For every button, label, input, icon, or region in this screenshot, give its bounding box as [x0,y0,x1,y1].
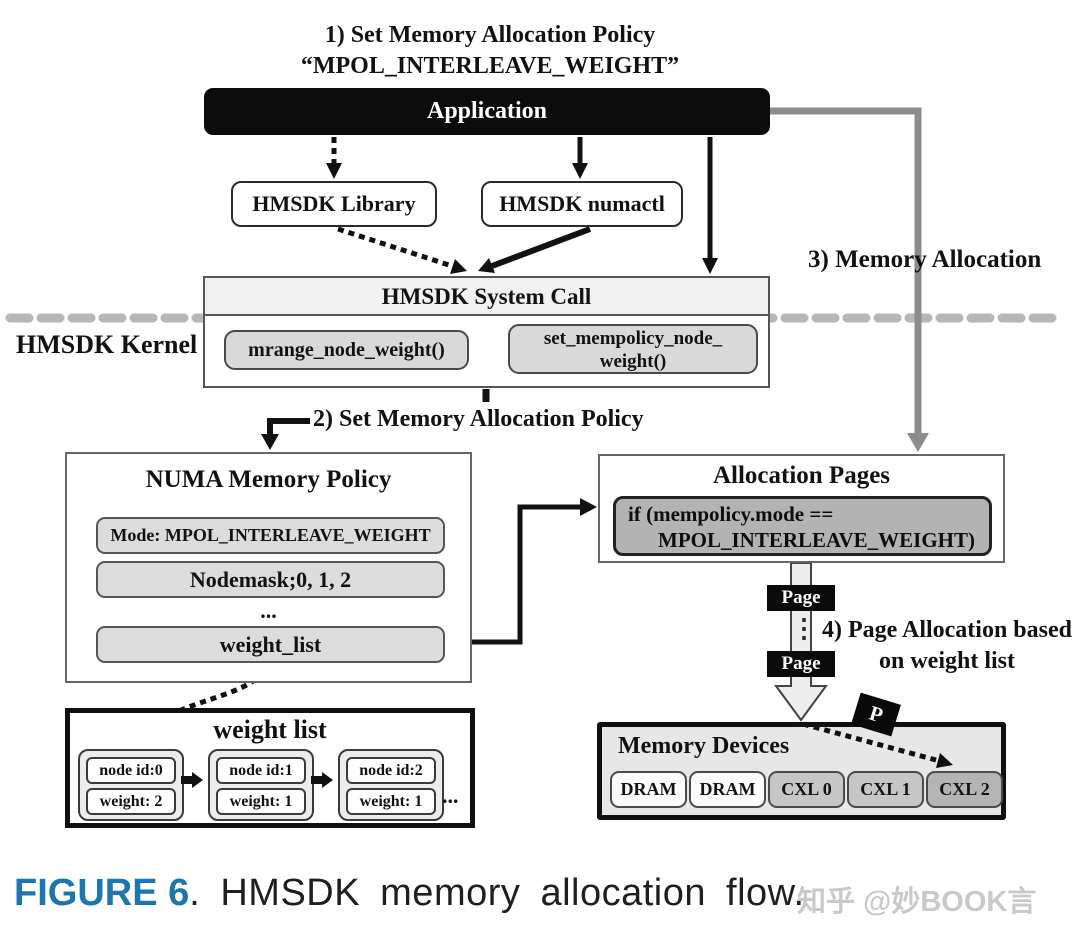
hmsdk-system-call-box: HMSDK System Call mrange_node_weight() s… [203,276,770,388]
page-chip-top: Page [767,585,835,611]
allocation-pages-box: Allocation Pages if (mempolicy.mode == M… [598,454,1005,563]
hmsdk-kernel-label: HMSDK Kernel [16,330,198,359]
library-to-syscall-dotted-arrow [337,226,467,274]
set-mempolicy-line1: set_mempolicy_node_ [543,328,723,349]
device-cxl-1: CXL 1 [847,771,924,808]
nodemask-field: Nodemask;0, 1, 2 [96,561,445,598]
set-mempolicy-line2: weight() [599,351,667,372]
page-to-cxl2-dotted-arrow [802,721,953,768]
set-mempolicy-node-weight-box: set_mempolicy_node_ weight() [508,324,758,374]
step1-title-line2: “MPOL_INTERLEAVE_WEIGHT” [300,53,680,79]
zhihu-watermark: 知乎 @妙BOOK言 [797,886,1037,918]
numa-ellipsis: ... [260,598,277,623]
app-to-syscall-arrow [702,137,718,274]
node-id-1: node id:1 [216,757,306,784]
memory-devices-title: Memory Devices [618,733,790,759]
step1-title-line1: 1) Set Memory Allocation Policy [324,22,656,48]
device-cxl-2: CXL 2 [926,771,1003,808]
device-dram-0: DRAM [610,771,687,808]
memory-devices-box: Memory Devices DRAM DRAM CXL 0 CXL 1 CXL… [597,722,1006,820]
weight-list-field: weight_list [96,626,445,663]
condition-line1: if (mempolicy.mode == [628,502,834,526]
node-weight-2: weight: 1 [346,788,436,815]
weight-node-card-0: node id:0 weight: 2 [78,749,184,821]
condition-line2: MPOL_INTERLEAVE_WEIGHT) [658,528,975,552]
pages-hollow-arrow [774,562,828,722]
hmsdk-numactl-box: HMSDK numactl [481,181,683,227]
step3-label: 3) Memory Allocation [808,246,1042,273]
numa-memory-policy-box: NUMA Memory Policy Mode: MPOL_INTERLEAVE… [65,452,472,683]
weight-list-title: weight list [213,715,327,744]
figure-number-label: FIGURE 6 [14,872,190,914]
system-call-title: HMSDK System Call [205,278,768,316]
figure-caption-text: . HMSDK memory allocation flow. [189,872,805,914]
page-ellipsis: ⋮ [791,614,817,643]
numa-policy-title: NUMA Memory Policy [145,466,392,493]
step4-line2: on weight list [878,648,1015,674]
weightlist-to-alloc-arrow [443,498,597,645]
page-chip-bottom: Page [767,651,835,677]
weight-node-card-1: node id:1 weight: 1 [208,749,314,821]
figure-caption: FIGURE 6. HMSDK memory allocation flow. [14,872,805,915]
step4-label: 4) Page Allocation based on weight list [812,615,1082,677]
numactl-to-syscall-arrow [478,226,592,273]
step2-elbow-arrow [261,418,310,450]
memory-allocation-gray-arrow [770,107,929,452]
weight-list-ellipsis: ... [442,783,459,808]
weight-card-link-arrow-1 [311,772,333,788]
node-weight-0: weight: 2 [86,788,176,815]
hmsdk-library-box: HMSDK Library [231,181,437,227]
application-box: Application [204,88,770,135]
node-weight-1: weight: 1 [216,788,306,815]
weight-card-link-arrow-0 [181,772,203,788]
weight-list-box: weight list node id:0 weight: 2 node id:… [65,708,475,828]
node-id-2: node id:2 [346,757,436,784]
step1-title: 1) Set Memory Allocation Policy “MPOL_IN… [180,20,800,82]
mempolicy-condition-box: if (mempolicy.mode == MPOL_INTERLEAVE_WE… [613,496,992,556]
app-to-library-dotted-arrow [326,137,342,179]
step2-label: 2) Set Memory Allocation Policy [313,406,644,432]
device-dram-1: DRAM [689,771,766,808]
mode-field: Mode: MPOL_INTERLEAVE_WEIGHT [96,517,445,554]
allocation-pages-title: Allocation Pages [712,462,891,489]
weight-node-card-2: node id:2 weight: 1 [338,749,444,821]
device-cxl-0: CXL 0 [768,771,845,808]
app-to-numactl-arrow [572,137,588,179]
node-id-0: node id:0 [86,757,176,784]
step4-line1: 4) Page Allocation based [822,617,1072,643]
mrange-node-weight-box: mrange_node_weight() [224,330,469,370]
